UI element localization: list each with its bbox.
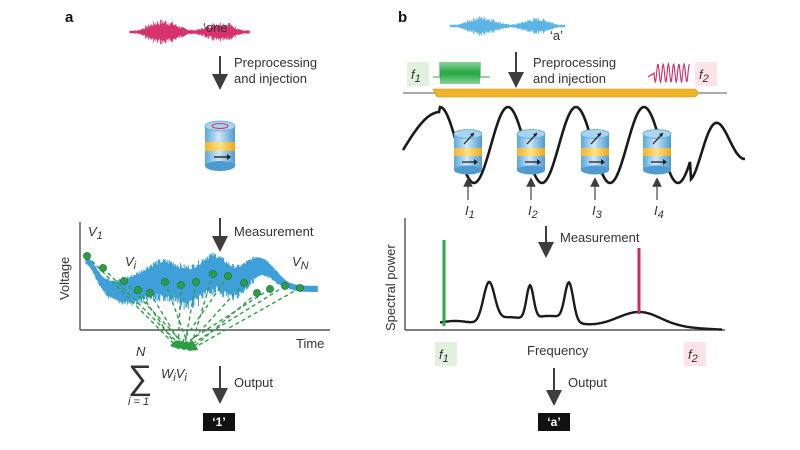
f1-badge-top bbox=[407, 62, 429, 86]
word-one: ‘one’ bbox=[203, 20, 231, 35]
v1-label: V1 bbox=[88, 224, 103, 242]
f1-label-bottom: f1 bbox=[439, 347, 449, 365]
f2-wave bbox=[647, 61, 690, 85]
weight-line bbox=[181, 281, 197, 351]
speech-waveform-a bbox=[450, 16, 566, 36]
injection-strip bbox=[432, 88, 700, 98]
f2-rf-signal bbox=[647, 61, 690, 85]
current-label: I2 bbox=[528, 203, 538, 221]
mtj-device-icon bbox=[204, 120, 236, 171]
preprocessing-label-b-1: Preprocessing bbox=[533, 55, 616, 70]
output-label-a: Output bbox=[234, 375, 273, 390]
current-label: I4 bbox=[654, 203, 664, 221]
sample-dot bbox=[146, 289, 154, 297]
vi-label: Vi bbox=[125, 254, 137, 272]
panel-a-label: a bbox=[65, 9, 74, 26]
spectrum-y-label: Spectral power bbox=[383, 244, 398, 331]
sum-symbol: ∑ bbox=[128, 359, 152, 397]
result-box-a bbox=[203, 413, 235, 431]
sample-dot bbox=[281, 282, 289, 290]
f1-label-top: f1 bbox=[411, 67, 421, 85]
sample-dot bbox=[120, 277, 128, 285]
word-a: ‘a’ bbox=[550, 28, 563, 43]
mtj-array bbox=[453, 129, 672, 175]
measurement-label-a: Measurement bbox=[234, 224, 314, 239]
weighted-sum-lines bbox=[86, 255, 301, 352]
weight-line bbox=[188, 292, 258, 351]
spectrum-curve bbox=[439, 280, 723, 331]
measurement-label-b: Measurement bbox=[560, 230, 640, 245]
f2-label-top: f2 bbox=[699, 67, 709, 85]
sample-dot bbox=[266, 285, 274, 293]
sum-term: WiVi bbox=[161, 366, 187, 384]
sample-dot bbox=[240, 279, 248, 287]
current-label: I1 bbox=[465, 203, 475, 221]
voltage-y-label: Voltage bbox=[57, 257, 72, 300]
sample-dot bbox=[177, 281, 185, 289]
mtj-device-icon bbox=[516, 129, 546, 175]
weight-line bbox=[149, 292, 185, 351]
result-b: ‘a’ bbox=[547, 415, 560, 429]
current-label: I3 bbox=[592, 203, 603, 221]
voltage-x-label: Time bbox=[296, 336, 324, 351]
mtj-device-icon bbox=[580, 129, 610, 175]
result-a: ‘1’ bbox=[212, 415, 225, 429]
sample-dot bbox=[253, 289, 261, 297]
sum-upper-limit: N bbox=[136, 344, 146, 359]
weight-line bbox=[177, 275, 229, 350]
sample-dot bbox=[192, 278, 200, 286]
preprocessing-label-a-2: and injection bbox=[234, 71, 307, 86]
sample-dot bbox=[99, 264, 107, 272]
mtj-device-icon bbox=[453, 129, 483, 175]
f2-badge-bottom bbox=[684, 342, 706, 366]
weight-line bbox=[183, 282, 245, 351]
weight-line bbox=[176, 288, 271, 349]
f1-badge-bottom bbox=[435, 342, 457, 366]
speech-trace bbox=[450, 16, 566, 36]
weight-line bbox=[174, 284, 183, 350]
sample-dot bbox=[209, 270, 217, 278]
sample-dot bbox=[296, 284, 304, 292]
weight-line bbox=[102, 267, 185, 350]
voltage-plot bbox=[79, 222, 330, 352]
weight-line bbox=[123, 280, 191, 352]
f1-rf-signal bbox=[433, 61, 490, 85]
panel-b-label: b bbox=[398, 9, 407, 26]
weight-line bbox=[137, 289, 179, 350]
speech-trace bbox=[129, 19, 250, 45]
output-label-b: Output bbox=[568, 375, 607, 390]
preprocessing-label-a-1: Preprocessing bbox=[234, 55, 317, 70]
sum-lower-limit: i = 1 bbox=[128, 396, 149, 408]
weight-line bbox=[164, 281, 192, 352]
weight-line bbox=[188, 287, 301, 351]
speech-waveform-one bbox=[129, 19, 250, 45]
vn-label: VN bbox=[292, 254, 309, 272]
spectrum-x-label: Frequency bbox=[527, 343, 589, 358]
current-inputs: I1 I2 I3 I4 bbox=[463, 177, 664, 221]
sample-dot bbox=[134, 286, 142, 294]
sample-dot bbox=[161, 278, 169, 286]
voltage-sample-dots bbox=[83, 252, 304, 297]
f2-label-bottom: f2 bbox=[688, 347, 698, 365]
preprocessing-label-b-2: and injection bbox=[533, 71, 606, 86]
result-box-b bbox=[538, 413, 570, 431]
f2-badge-top bbox=[695, 62, 717, 86]
f1-wave bbox=[433, 61, 490, 85]
sample-dot bbox=[224, 272, 232, 280]
sample-dot bbox=[83, 252, 91, 260]
mtj-device-icon bbox=[642, 129, 672, 175]
weight-line bbox=[182, 285, 286, 350]
